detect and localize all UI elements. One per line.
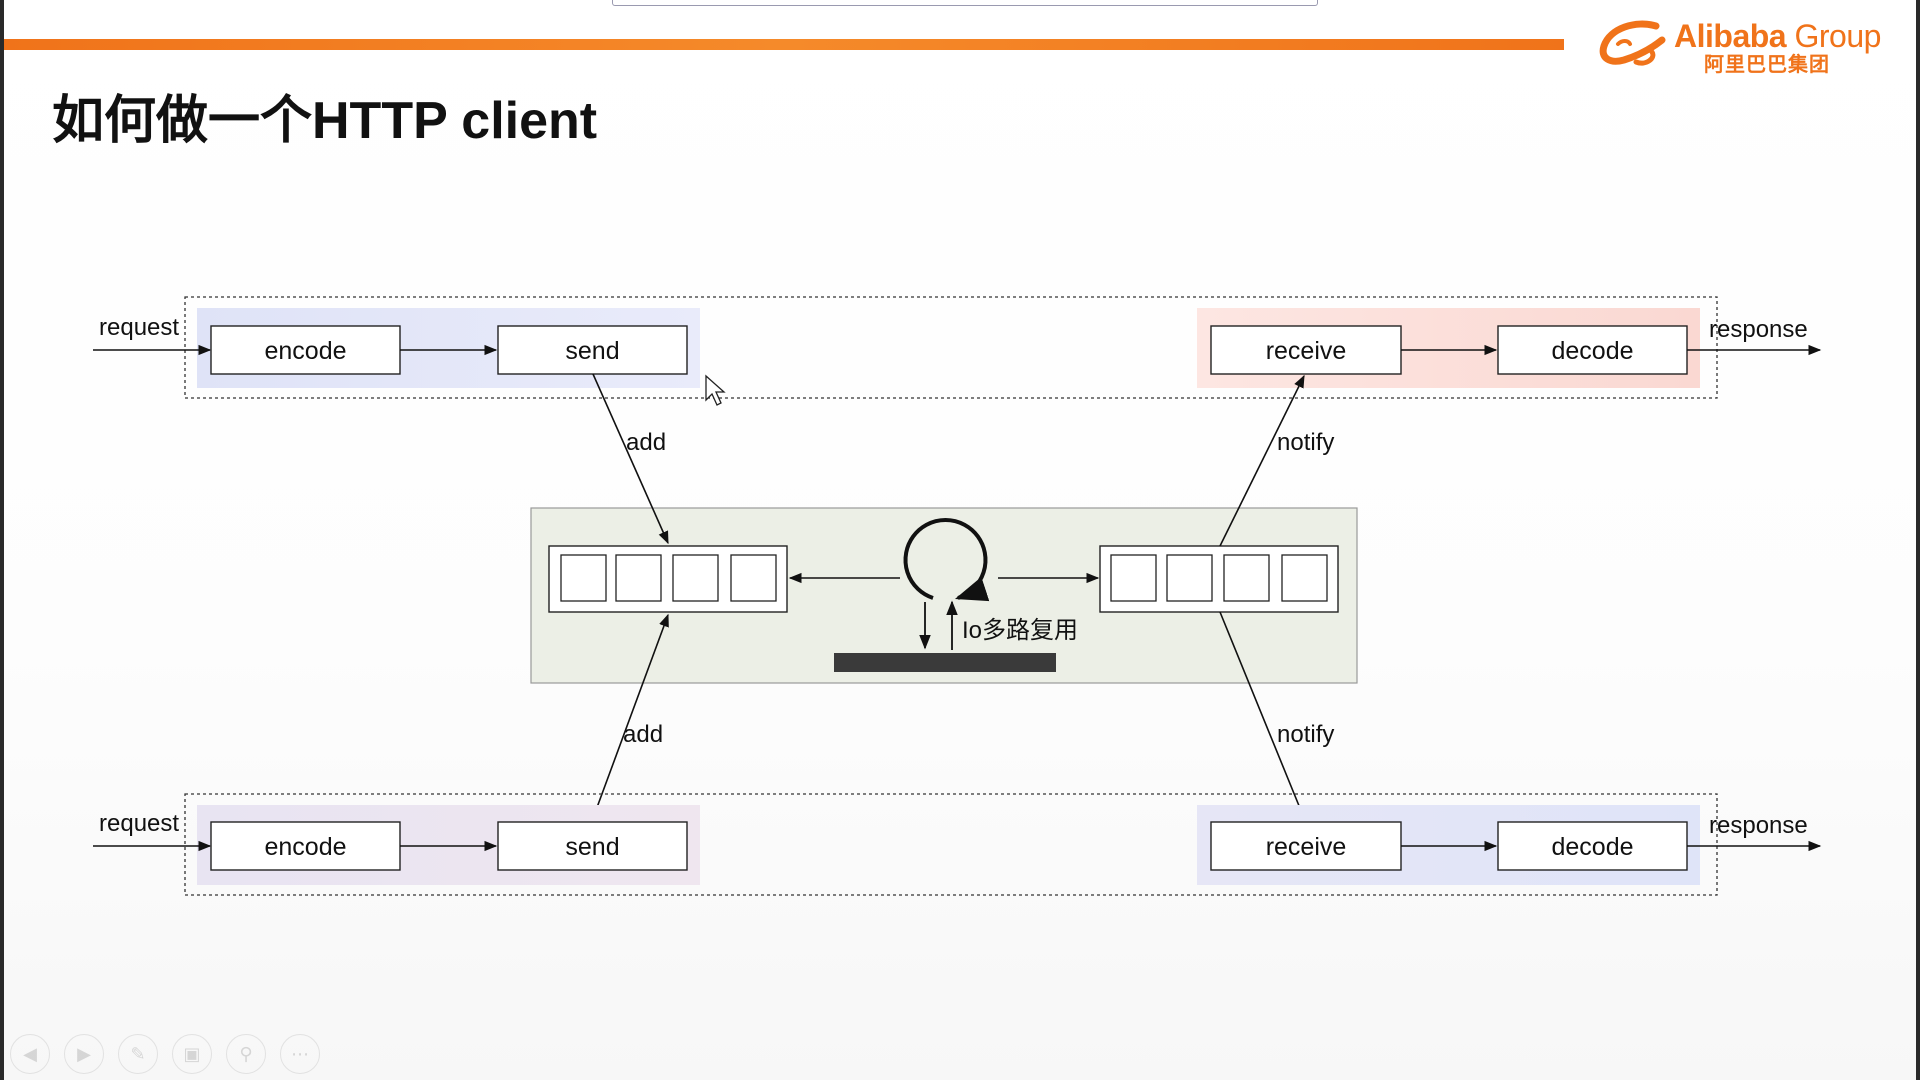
- bottom-decode-label: decode: [1551, 833, 1633, 861]
- top-tab-strip[interactable]: [612, 0, 1318, 6]
- io-bar: [834, 653, 1056, 672]
- bottom-decode-box: [1497, 821, 1688, 871]
- left-frame-edge: [0, 0, 4, 1080]
- top-receive-box: [1210, 325, 1402, 375]
- right-queue-slot: [1281, 554, 1328, 602]
- bottom-receive-label: receive: [1266, 833, 1347, 861]
- top-add-label: add: [626, 429, 666, 456]
- bottom-add-label: add: [623, 721, 663, 748]
- right-queue-slot: [1110, 554, 1157, 602]
- connectors: add notify add notify: [591, 373, 1334, 822]
- top-request-label: request: [99, 314, 179, 341]
- top-notify-label: notify: [1277, 429, 1334, 456]
- top-send-box: [497, 325, 688, 375]
- logo-brand: Alibaba: [1674, 18, 1787, 54]
- bottom-encode-box: [210, 821, 401, 871]
- bottom-notify-label: notify: [1277, 721, 1334, 748]
- event-loop-circle: [903, 518, 990, 602]
- bottom-response-label: response: [1709, 812, 1808, 839]
- alibaba-smile-icon: [1599, 20, 1666, 66]
- top-decode-box: [1497, 325, 1688, 375]
- slides-icon[interactable]: ▣: [172, 1034, 212, 1074]
- more-icon[interactable]: ⋯: [280, 1034, 320, 1074]
- left-queue-slot: [672, 554, 719, 602]
- zoom-icon[interactable]: ⚲: [226, 1034, 266, 1074]
- left-queue-slot: [730, 554, 777, 602]
- top-notify-arrow: [1219, 374, 1305, 547]
- top-encode-label: encode: [264, 337, 346, 365]
- top-receive-label: receive: [1266, 337, 1347, 365]
- forward-icon[interactable]: ▶: [64, 1034, 104, 1074]
- alibaba-group-logo: Alibaba Group 阿里巴巴集团: [1596, 18, 1896, 76]
- bottom-send-label: send: [565, 833, 619, 861]
- top-add-arrow: [592, 373, 669, 545]
- left-queue-slot: [615, 554, 662, 602]
- bottom-pipeline: request encode send receive decode respo…: [93, 793, 1822, 896]
- bottom-add-arrow: [591, 613, 669, 822]
- top-pipeline: request encode send receive decode respo…: [93, 296, 1822, 399]
- top-decode-label: decode: [1551, 337, 1633, 365]
- right-queue-slot: [1166, 554, 1213, 602]
- top-send-label: send: [565, 337, 619, 365]
- logo-group: Group: [1794, 18, 1881, 54]
- left-queue-slot: [560, 554, 607, 602]
- bottom-send-box: [497, 821, 688, 871]
- bottom-request-label: request: [99, 810, 179, 837]
- top-encode-box: [210, 325, 401, 375]
- pen-icon[interactable]: ✎: [118, 1034, 158, 1074]
- header-orange-bar: [4, 39, 1564, 50]
- back-icon[interactable]: ◀: [10, 1034, 50, 1074]
- io-multiplexing-label: Io多路复用: [962, 617, 1078, 644]
- page-title: 如何做一个HTTP client: [52, 92, 598, 150]
- logo-text-en: Alibaba Group: [1674, 18, 1881, 55]
- top-response-label: response: [1709, 316, 1808, 343]
- bottom-encode-label: encode: [264, 833, 346, 861]
- presentation-toolbar: ◀ ▶ ✎ ▣ ⚲ ⋯: [10, 1034, 320, 1074]
- bottom-notify-arrow: [1219, 611, 1305, 820]
- mouse-cursor-icon: [705, 374, 726, 406]
- right-frame-edge: [1916, 0, 1920, 1080]
- logo-text-cn: 阿里巴巴集团: [1704, 54, 1830, 76]
- event-loop-panel: Io多路复用: [530, 507, 1358, 684]
- right-queue-slot: [1223, 554, 1270, 602]
